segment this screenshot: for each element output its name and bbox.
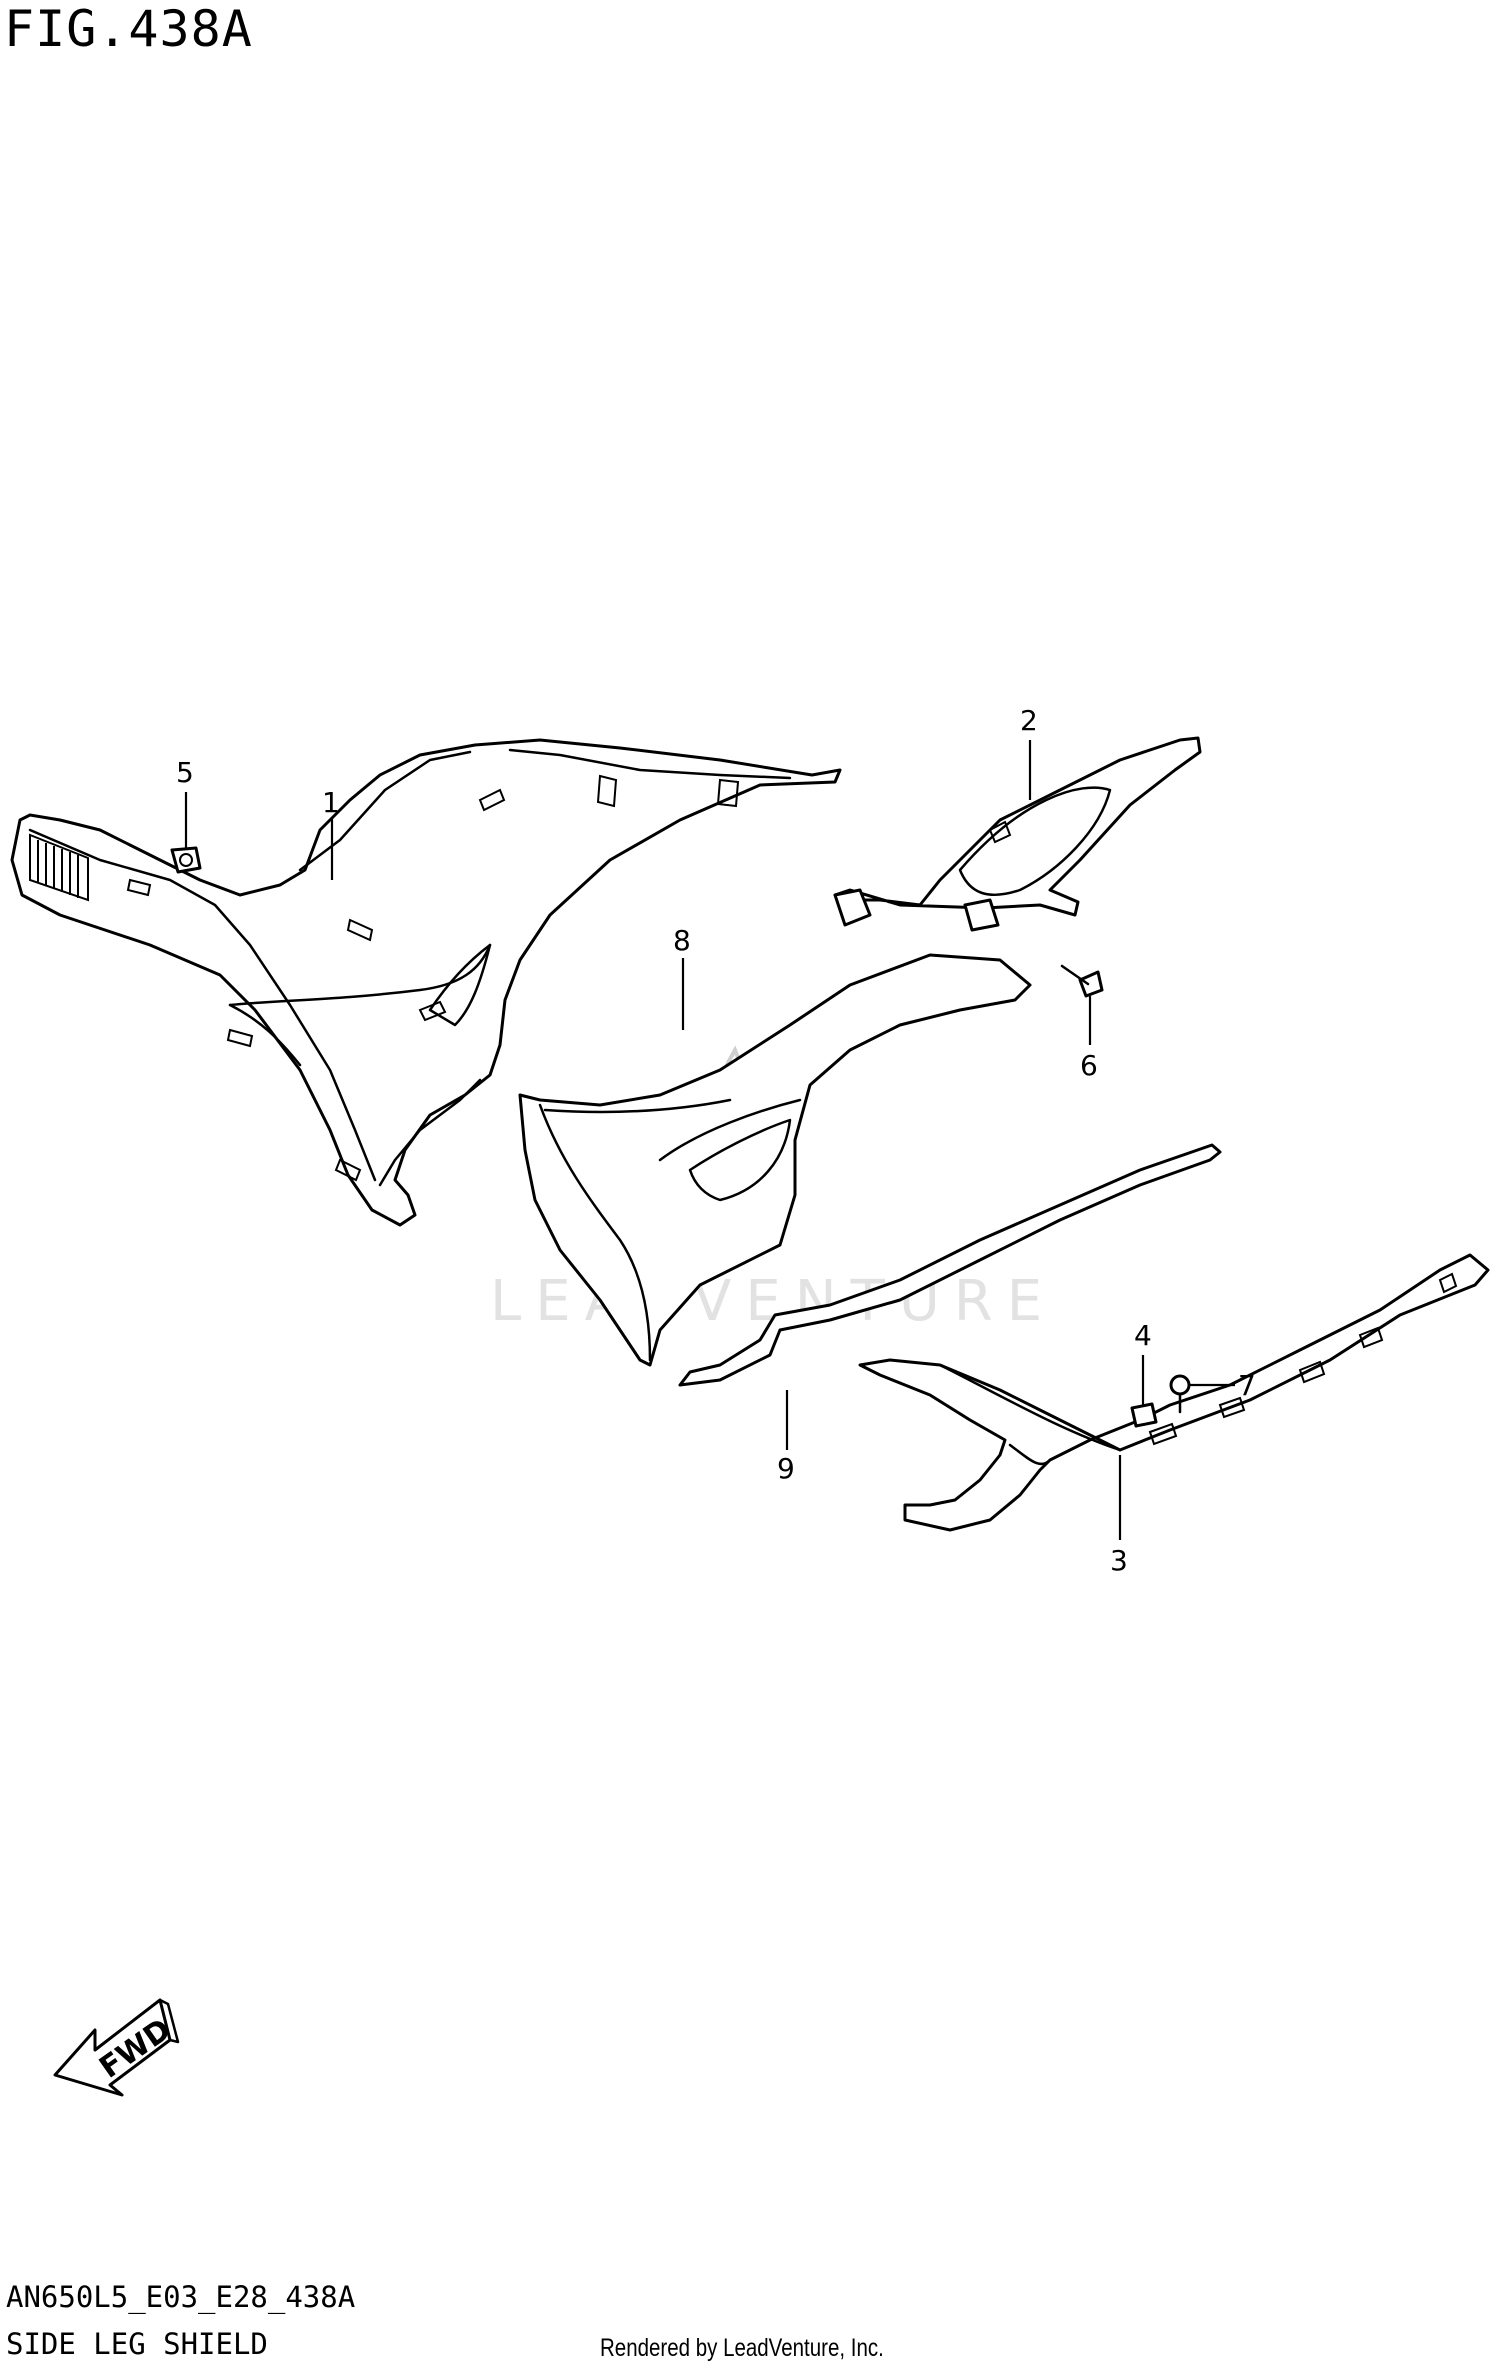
callout-1: 1 bbox=[322, 786, 340, 819]
rendered-by-credit: Rendered by LeadVenture, Inc. bbox=[600, 2334, 884, 2362]
forward-arrow-icon: FWD bbox=[53, 1998, 180, 2097]
part-1-side-leg-shield[interactable] bbox=[10, 738, 842, 1227]
part-5-clip[interactable] bbox=[170, 846, 202, 874]
callout-5: 5 bbox=[176, 756, 194, 789]
callout-6: 6 bbox=[1080, 1049, 1098, 1082]
callout-3: 3 bbox=[1110, 1544, 1128, 1577]
callout-4: 4 bbox=[1134, 1319, 1152, 1352]
callout-2: 2 bbox=[1020, 704, 1038, 737]
callout-8: 8 bbox=[673, 924, 691, 957]
callout-9: 9 bbox=[777, 1452, 795, 1485]
callout-7: 7 bbox=[1238, 1369, 1256, 1402]
section-name: SIDE LEG SHIELD bbox=[6, 2327, 268, 2361]
figure-title: FIG.438A bbox=[4, 0, 253, 58]
part-2-upper-panel[interactable] bbox=[833, 736, 1202, 932]
leader-lines bbox=[184, 740, 1235, 1540]
part-8-inner-panel[interactable] bbox=[518, 953, 1032, 1367]
part-9-strip[interactable] bbox=[678, 1143, 1222, 1387]
part-6-screw[interactable] bbox=[1060, 964, 1104, 998]
part-4-nut[interactable] bbox=[1130, 1402, 1158, 1428]
diagram-code: AN650L5_E03_E28_438A bbox=[6, 2280, 356, 2314]
